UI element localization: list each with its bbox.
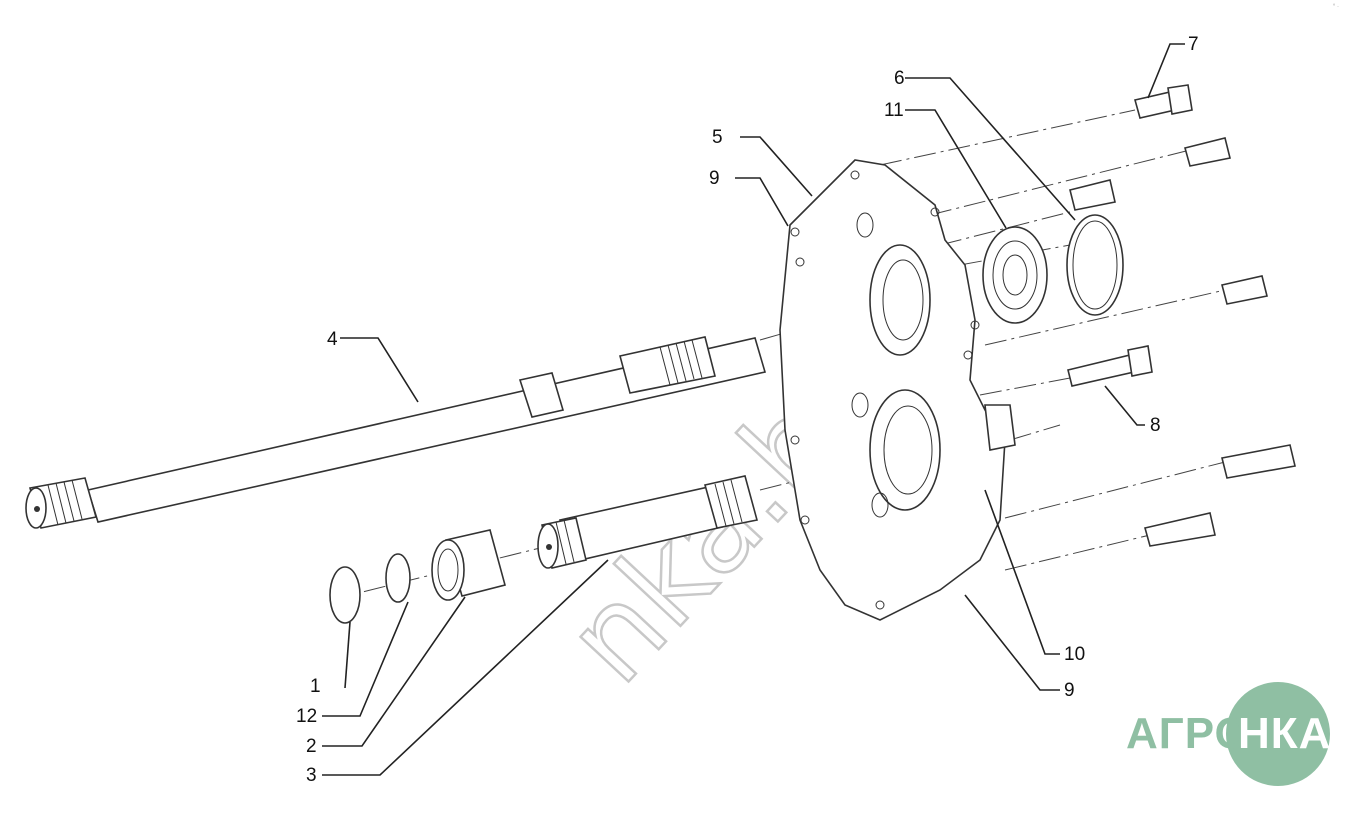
label-9-top: 9 [709,168,720,189]
agronka-logo: АГРО НКА [1126,682,1336,802]
shaft-short [537,475,758,569]
leader-lines [322,43,1185,776]
stud-10 [984,404,1016,451]
label-4: 4 [327,329,338,350]
part-labels: 4 1 12 2 3 5 9 6 11 7 8 10 9 [296,34,1199,786]
snap-ring-1 [329,566,361,624]
snap-ring-12 [385,553,411,603]
bolt-7 [1134,84,1193,119]
logo-text-left: АГРО [1126,709,1250,758]
label-8: 8 [1150,415,1161,436]
bolt-group [1069,137,1296,547]
label-11: 11 [884,100,904,121]
label-5: 5 [712,127,723,148]
label-2: 2 [306,736,317,757]
label-9-bottom: 9 [1064,680,1075,701]
corner-mark: ° · [1332,4,1339,10]
logo-text-right: НКА [1238,709,1332,758]
label-7: 7 [1188,34,1199,55]
housing-cover [779,159,1006,621]
label-6: 6 [894,68,905,89]
circlip-6 [1066,214,1124,316]
shaft-long [25,336,767,529]
ball-bearing [982,226,1048,324]
logo-circle [1226,682,1330,786]
bolt-8 [1067,345,1153,387]
label-10: 10 [1064,644,1085,665]
label-3: 3 [306,765,317,786]
label-1: 1 [310,676,321,697]
label-12: 12 [296,706,317,727]
needle-bearing [431,529,506,601]
